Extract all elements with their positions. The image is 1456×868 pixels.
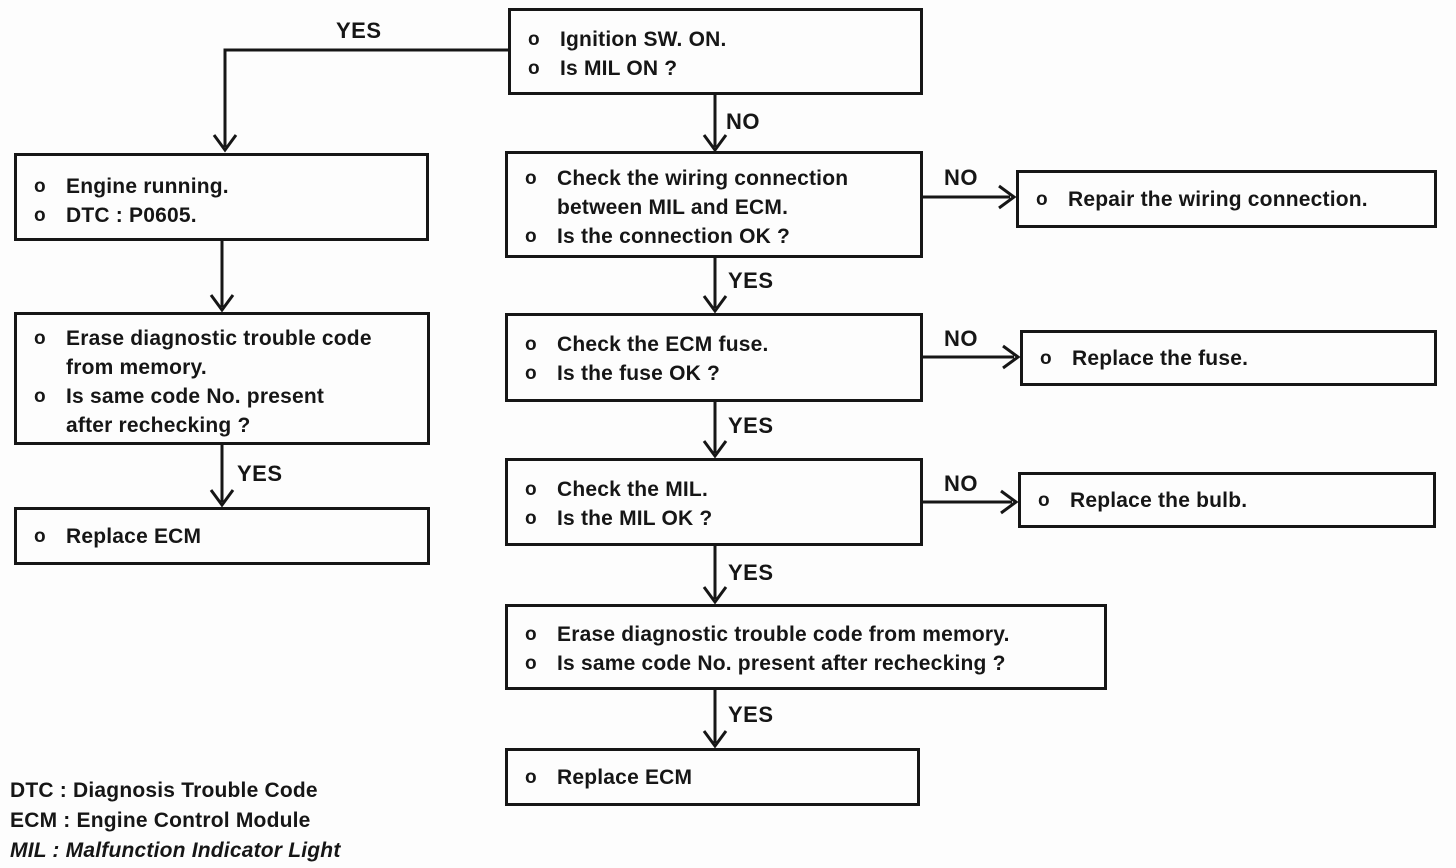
flow-node-check-mil: o Check the MIL. o Is the MIL OK ? — [505, 458, 923, 546]
arrow-down-icon — [702, 440, 728, 459]
bullet: o — [525, 624, 537, 645]
edge-label-yes-top: YES — [336, 18, 382, 43]
bullet: o — [34, 176, 46, 197]
node-text: Is same code No. present after recheckin… — [557, 652, 1006, 675]
flow-node-replace-ecm-center: o Replace ECM — [505, 748, 920, 806]
bullet: o — [525, 226, 537, 247]
list-item: o Is the connection OK ? — [508, 222, 920, 251]
edge-label-no-top: NO — [726, 109, 760, 134]
edge-label-no-wiring: NO — [944, 165, 978, 190]
list-item: o Replace ECM — [508, 763, 917, 792]
list-item: o Is the fuse OK ? — [508, 359, 920, 388]
node-text: Is MIL ON ? — [560, 57, 678, 80]
bullet: o — [525, 653, 537, 674]
edge-label-no-fuse: NO — [944, 326, 978, 351]
bullet: o — [525, 479, 537, 500]
arrow-down-icon — [209, 489, 235, 508]
list-item: o Replace the bulb. — [1021, 486, 1433, 515]
node-text: Repair the wiring connection. — [1068, 187, 1368, 211]
edge-label-yes-fuse: YES — [728, 413, 774, 438]
list-item: o Engine running. — [17, 172, 426, 201]
bullet: o — [525, 168, 537, 189]
node-text: DTC : P0605. — [66, 204, 197, 227]
node-text: Is the fuse OK ? — [557, 362, 721, 385]
list-item: o DTC : P0605. — [17, 201, 426, 230]
edge-label-yes-mil: YES — [728, 560, 774, 585]
edge-label-yes-erase: YES — [728, 702, 774, 727]
arrow-down-icon — [702, 134, 728, 153]
arrow-down-icon — [702, 295, 728, 314]
edge-label-no-mil: NO — [944, 471, 978, 496]
node-text: Is the connection OK ? — [557, 225, 791, 248]
bullet: o — [34, 525, 46, 547]
bullet: o — [34, 205, 46, 226]
bullet: o — [34, 328, 46, 349]
list-item: o Check the ECM fuse. — [508, 330, 920, 359]
list-item: o Check the MIL. — [508, 475, 920, 504]
list-item: o Replace the fuse. — [1023, 344, 1434, 373]
flow-node-replace-bulb: o Replace the bulb. — [1018, 472, 1436, 528]
list-item: o Is the MIL OK ? — [508, 504, 920, 533]
list-item: o Repair the wiring connection. — [1019, 185, 1434, 214]
arrow-right-icon — [998, 184, 1017, 210]
flow-node-repair-wiring: o Repair the wiring connection. — [1016, 170, 1437, 228]
node-text: Is the MIL OK ? — [557, 507, 713, 530]
legend-ecm: ECM : Engine Control Module — [10, 809, 311, 832]
arrow-right-icon — [1000, 489, 1019, 515]
flow-node-engine: o Engine running. o DTC : P0605. — [14, 153, 429, 241]
flow-node-ignition: o Ignition SW. ON. o Is MIL ON ? — [508, 8, 923, 95]
node-text: Replace the bulb. — [1070, 488, 1248, 512]
node-text: Ignition SW. ON. — [560, 28, 727, 51]
bullet: o — [34, 386, 46, 407]
node-text: Engine running. — [66, 175, 229, 198]
legend-mil: MIL : Malfunction Indicator Light — [10, 839, 341, 862]
bullet: o — [525, 508, 537, 529]
edge-label-yes-left: YES — [237, 461, 283, 486]
node-text: Check the ECM fuse. — [557, 333, 769, 356]
arrow-down-icon — [702, 730, 728, 749]
bullet: o — [1040, 347, 1052, 369]
bullet: o — [528, 58, 540, 79]
flow-node-replace-ecm-left: o Replace ECM — [14, 507, 430, 565]
connector-yes-top-line — [223, 48, 508, 147]
list-item: o Erase diagnostic trouble code from mem… — [508, 620, 1104, 649]
bullet: o — [1038, 489, 1050, 511]
legend-dtc: DTC : Diagnosis Trouble Code — [10, 779, 318, 802]
arrow-down-icon — [212, 134, 238, 153]
node-text: Check the MIL. — [557, 478, 708, 501]
bullet: o — [528, 29, 540, 50]
legend: DTC : Diagnosis Trouble Code ECM : Engin… — [10, 776, 341, 866]
flow-node-check-fuse: o Check the ECM fuse. o Is the fuse OK ? — [505, 313, 923, 402]
bullet: o — [525, 363, 537, 384]
list-item: o Is same code No. present after recheck… — [508, 649, 1104, 678]
node-text: Replace the fuse. — [1072, 346, 1249, 370]
node-text: Replace ECM — [66, 524, 202, 548]
arrow-right-icon — [1002, 344, 1021, 370]
edge-label-yes-wiring: YES — [728, 268, 774, 293]
list-item: o Is MIL ON ? — [511, 54, 920, 83]
node-text: Erase diagnostic trouble code from memor… — [557, 623, 1010, 646]
node-text: Replace ECM — [557, 765, 693, 789]
arrow-down-icon — [702, 586, 728, 605]
bullet: o — [525, 766, 537, 788]
flow-node-replace-fuse: o Replace the fuse. — [1020, 330, 1437, 386]
arrow-down-icon — [209, 294, 235, 313]
list-item: o Replace ECM — [17, 522, 427, 551]
bullet: o — [1036, 188, 1048, 210]
bullet: o — [525, 334, 537, 355]
list-item: o Ignition SW. ON. — [511, 25, 920, 54]
flow-node-erase-center: o Erase diagnostic trouble code from mem… — [505, 604, 1107, 690]
